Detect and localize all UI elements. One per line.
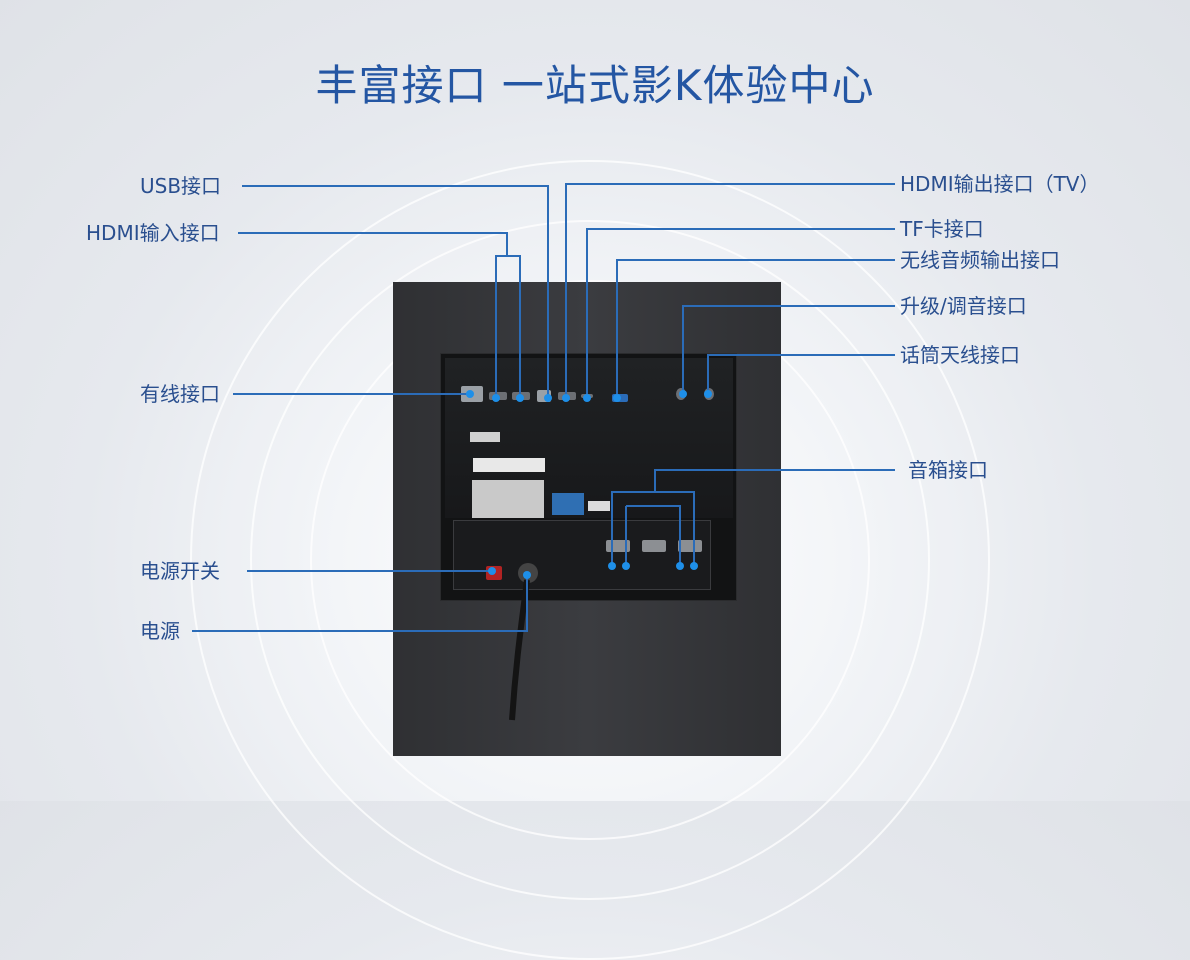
label-usb: USB接口 [140,174,222,198]
label-lan: 有线接口 [140,382,220,406]
label-hdmi-out: HDMI输出接口（TV） [900,172,1100,196]
info-sticker-blue [552,493,584,515]
label-speaker: 音箱接口 [908,458,988,482]
leader-dot [676,562,684,570]
leader-dot [544,394,552,402]
leader-dot [679,390,687,398]
leader-dot [583,394,591,402]
speaker-terminal-2 [642,540,666,552]
label-mic-antenna: 话筒天线接口 [900,343,1020,367]
power-cable [509,579,530,721]
leader-dot [562,394,570,402]
label-tf: TF卡接口 [900,217,984,241]
label-upgrade: 升级/调音接口 [900,294,1027,318]
leader-dot [704,390,712,398]
label-power: 电源 [140,619,180,643]
caution-sticker [472,480,544,518]
leader-dot [516,394,524,402]
label-hdmi-in: HDMI输入接口 [86,221,220,245]
leader-dot [492,394,500,402]
leader-dot [622,562,630,570]
speaker-terminal-3 [678,540,702,552]
leader-dot [466,390,474,398]
label-power-switch: 电源开关 [140,559,220,583]
leader-lines [192,183,895,632]
label-wireless-out: 无线音频输出接口 [900,248,1060,272]
leader-dot [690,562,698,570]
leader-dot [613,394,621,402]
qc-sticker [588,501,610,511]
page-title: 丰富接口 一站式影K体验中心 [315,61,875,110]
leader-dot [608,562,616,570]
model-sticker [473,458,545,472]
leader-dot [523,571,531,579]
leader-dot [488,567,496,575]
small-sticker [470,432,500,442]
